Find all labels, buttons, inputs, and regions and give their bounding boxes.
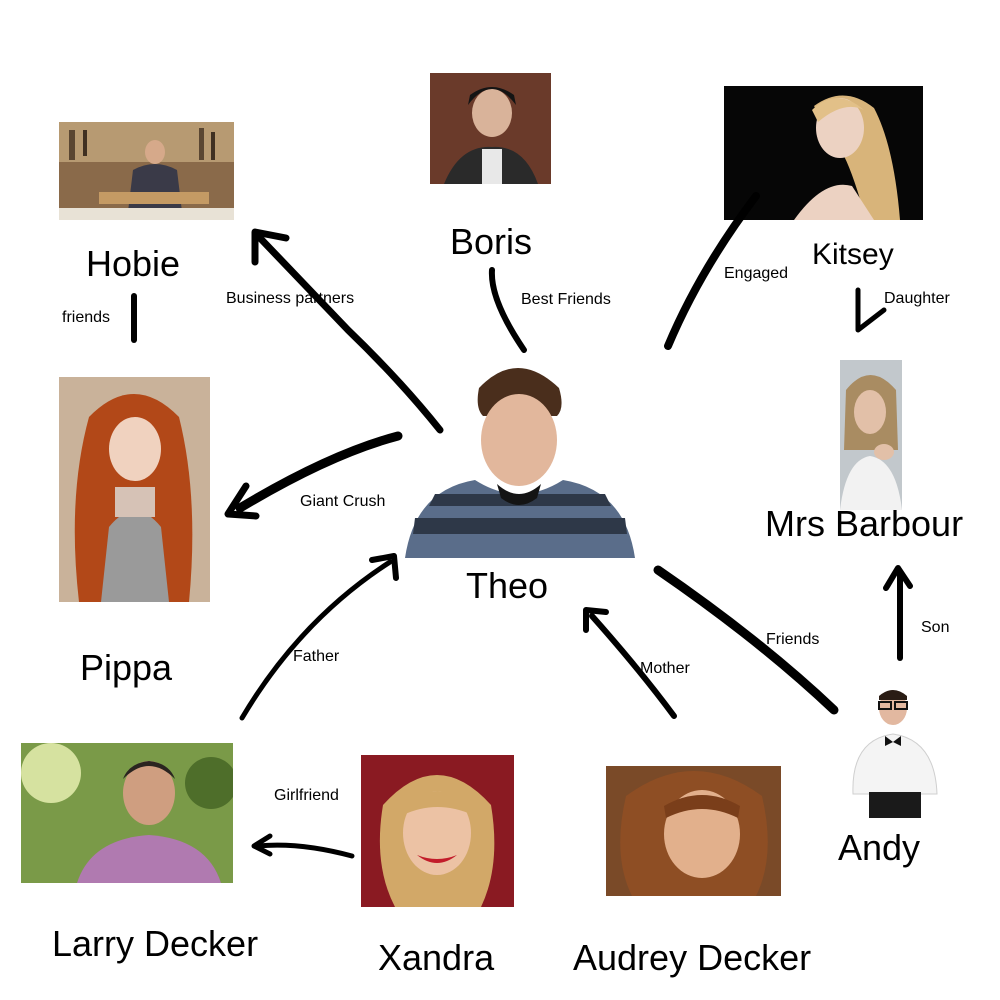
arrowhead-hobie <box>251 228 290 266</box>
arrowhead-theo-father <box>369 553 399 581</box>
xandra-photo <box>361 755 514 907</box>
arrowhead-barbour <box>883 565 913 591</box>
name-theo: Theo <box>466 565 549 606</box>
label-friends-hobie-pippa: friends <box>62 309 111 326</box>
label-mother: Mother <box>640 660 690 677</box>
name-xandra: Xandra <box>378 937 495 978</box>
larry-photo <box>21 743 233 883</box>
arrow-larry-theo <box>239 559 393 721</box>
label-business-partners: Business partners <box>226 290 355 307</box>
name-andy: Andy <box>838 827 921 868</box>
name-boris: Boris <box>450 221 533 262</box>
label-son: Son <box>921 619 950 636</box>
label-girlfriend: Girlfriend <box>274 787 339 804</box>
arrowhead-pippa <box>224 482 260 520</box>
kitsey-photo <box>724 86 923 220</box>
arrowhead-theo-mother <box>583 607 609 633</box>
arrow-theo-hobie <box>256 234 444 434</box>
label-daughter: Daughter <box>884 290 950 307</box>
name-larry: Larry Decker <box>52 923 259 964</box>
name-kitsey: Kitsey <box>812 238 894 271</box>
name-audrey: Audrey Decker <box>573 937 812 978</box>
audrey-photo <box>606 766 781 896</box>
line-theo-andy <box>653 565 839 715</box>
boris-photo <box>430 73 551 184</box>
arrowhead-larry <box>251 833 273 857</box>
andy-photo <box>845 684 945 818</box>
label-father: Father <box>293 648 340 665</box>
name-hobie: Hobie <box>86 243 181 284</box>
theo-photo <box>405 358 635 558</box>
hobie-photo <box>59 122 234 220</box>
label-best-friends: Best Friends <box>521 291 611 308</box>
arrow-xandra-larry <box>255 842 355 859</box>
label-friends-theo-andy: Friends <box>766 631 820 648</box>
pippa-photo <box>59 377 210 602</box>
label-engaged: Engaged <box>724 265 789 282</box>
arrow-kitsey-barbour <box>855 287 887 333</box>
arrow-audrey-theo <box>589 613 677 719</box>
arrow-theo-pippa <box>235 431 403 513</box>
name-mrs-barbour: Mrs Barbour <box>765 503 964 544</box>
name-pippa: Pippa <box>80 647 173 688</box>
line-theo-boris <box>488 267 527 353</box>
line-theo-kitsey <box>664 192 760 350</box>
label-giant-crush: Giant Crush <box>300 493 386 510</box>
mrs-barbour-photo <box>840 360 902 510</box>
